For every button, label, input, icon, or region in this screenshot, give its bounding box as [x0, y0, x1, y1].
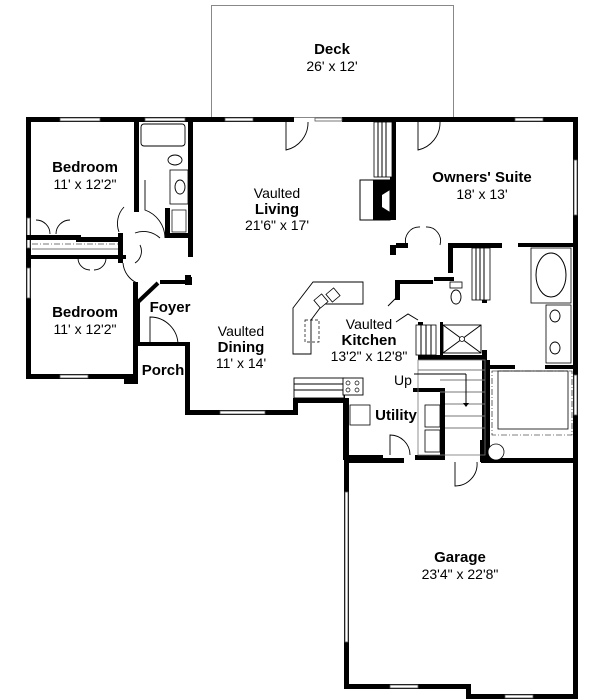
room-label-utility: Utility	[375, 407, 417, 425]
room-name: Bedroom	[52, 159, 118, 176]
closet-shelves	[32, 209, 187, 250]
room-label-bedroom-2: Bedroom 11' x 12'2"	[52, 304, 118, 337]
room-label-foyer: Foyer	[149, 299, 191, 317]
stairs-up-label: Up	[394, 372, 412, 388]
room-name: Foyer	[149, 299, 191, 316]
bath-fixtures	[140, 123, 573, 461]
stairs	[349, 359, 486, 456]
room-name: Utility	[375, 407, 417, 424]
room-label-owners-suite: Owners' Suite 18' x 13'	[432, 169, 532, 202]
room-dimensions: 11' x 12'2"	[53, 320, 117, 337]
room-label-dining: Vaulted Dining 11' x 14'	[215, 323, 267, 372]
room-name: Porch	[141, 362, 185, 379]
room-prefix: Vaulted	[345, 316, 393, 332]
room-dimensions: 23'4" x 22'8"	[421, 565, 499, 582]
room-label-garage: Garage 23'4" x 22'8"	[421, 549, 499, 582]
room-dimensions: 13'2" x 12'8"	[330, 348, 408, 365]
room-name: Garage	[434, 549, 486, 566]
room-dimensions: 18' x 13'	[456, 185, 508, 202]
room-label-living: Vaulted Living 21'6" x 17'	[244, 185, 310, 234]
room-label-deck: Deck 26' x 12'	[306, 41, 358, 74]
room-label-porch: Porch	[141, 362, 185, 380]
room-name: Deck	[314, 41, 350, 58]
fireplace	[359, 121, 393, 221]
room-prefix: Vaulted	[217, 323, 265, 339]
room-name: Dining	[217, 338, 265, 356]
room-label-kitchen: Vaulted Kitchen 13'2" x 12'8"	[330, 316, 408, 365]
room-name: Living	[254, 200, 300, 218]
deck-outline	[211, 5, 454, 118]
room-prefix: Vaulted	[253, 185, 301, 201]
room-name: Owners' Suite	[432, 169, 532, 186]
room-name: Kitchen	[341, 331, 397, 349]
doors	[35, 121, 478, 487]
room-name: Bedroom	[52, 304, 118, 321]
interior-walls	[26, 117, 573, 462]
windows	[26, 117, 578, 699]
kitchen-island	[292, 281, 437, 399]
room-dimensions: 26' x 12'	[306, 57, 358, 74]
foyer-diagonal	[136, 275, 191, 346]
room-dimensions: 21'6" x 17'	[244, 217, 310, 234]
room-label-bedroom-1: Bedroom 11' x 12'2"	[52, 159, 118, 192]
room-dimensions: 11' x 14'	[215, 355, 267, 372]
room-dimensions: 11' x 12'2"	[53, 175, 117, 192]
